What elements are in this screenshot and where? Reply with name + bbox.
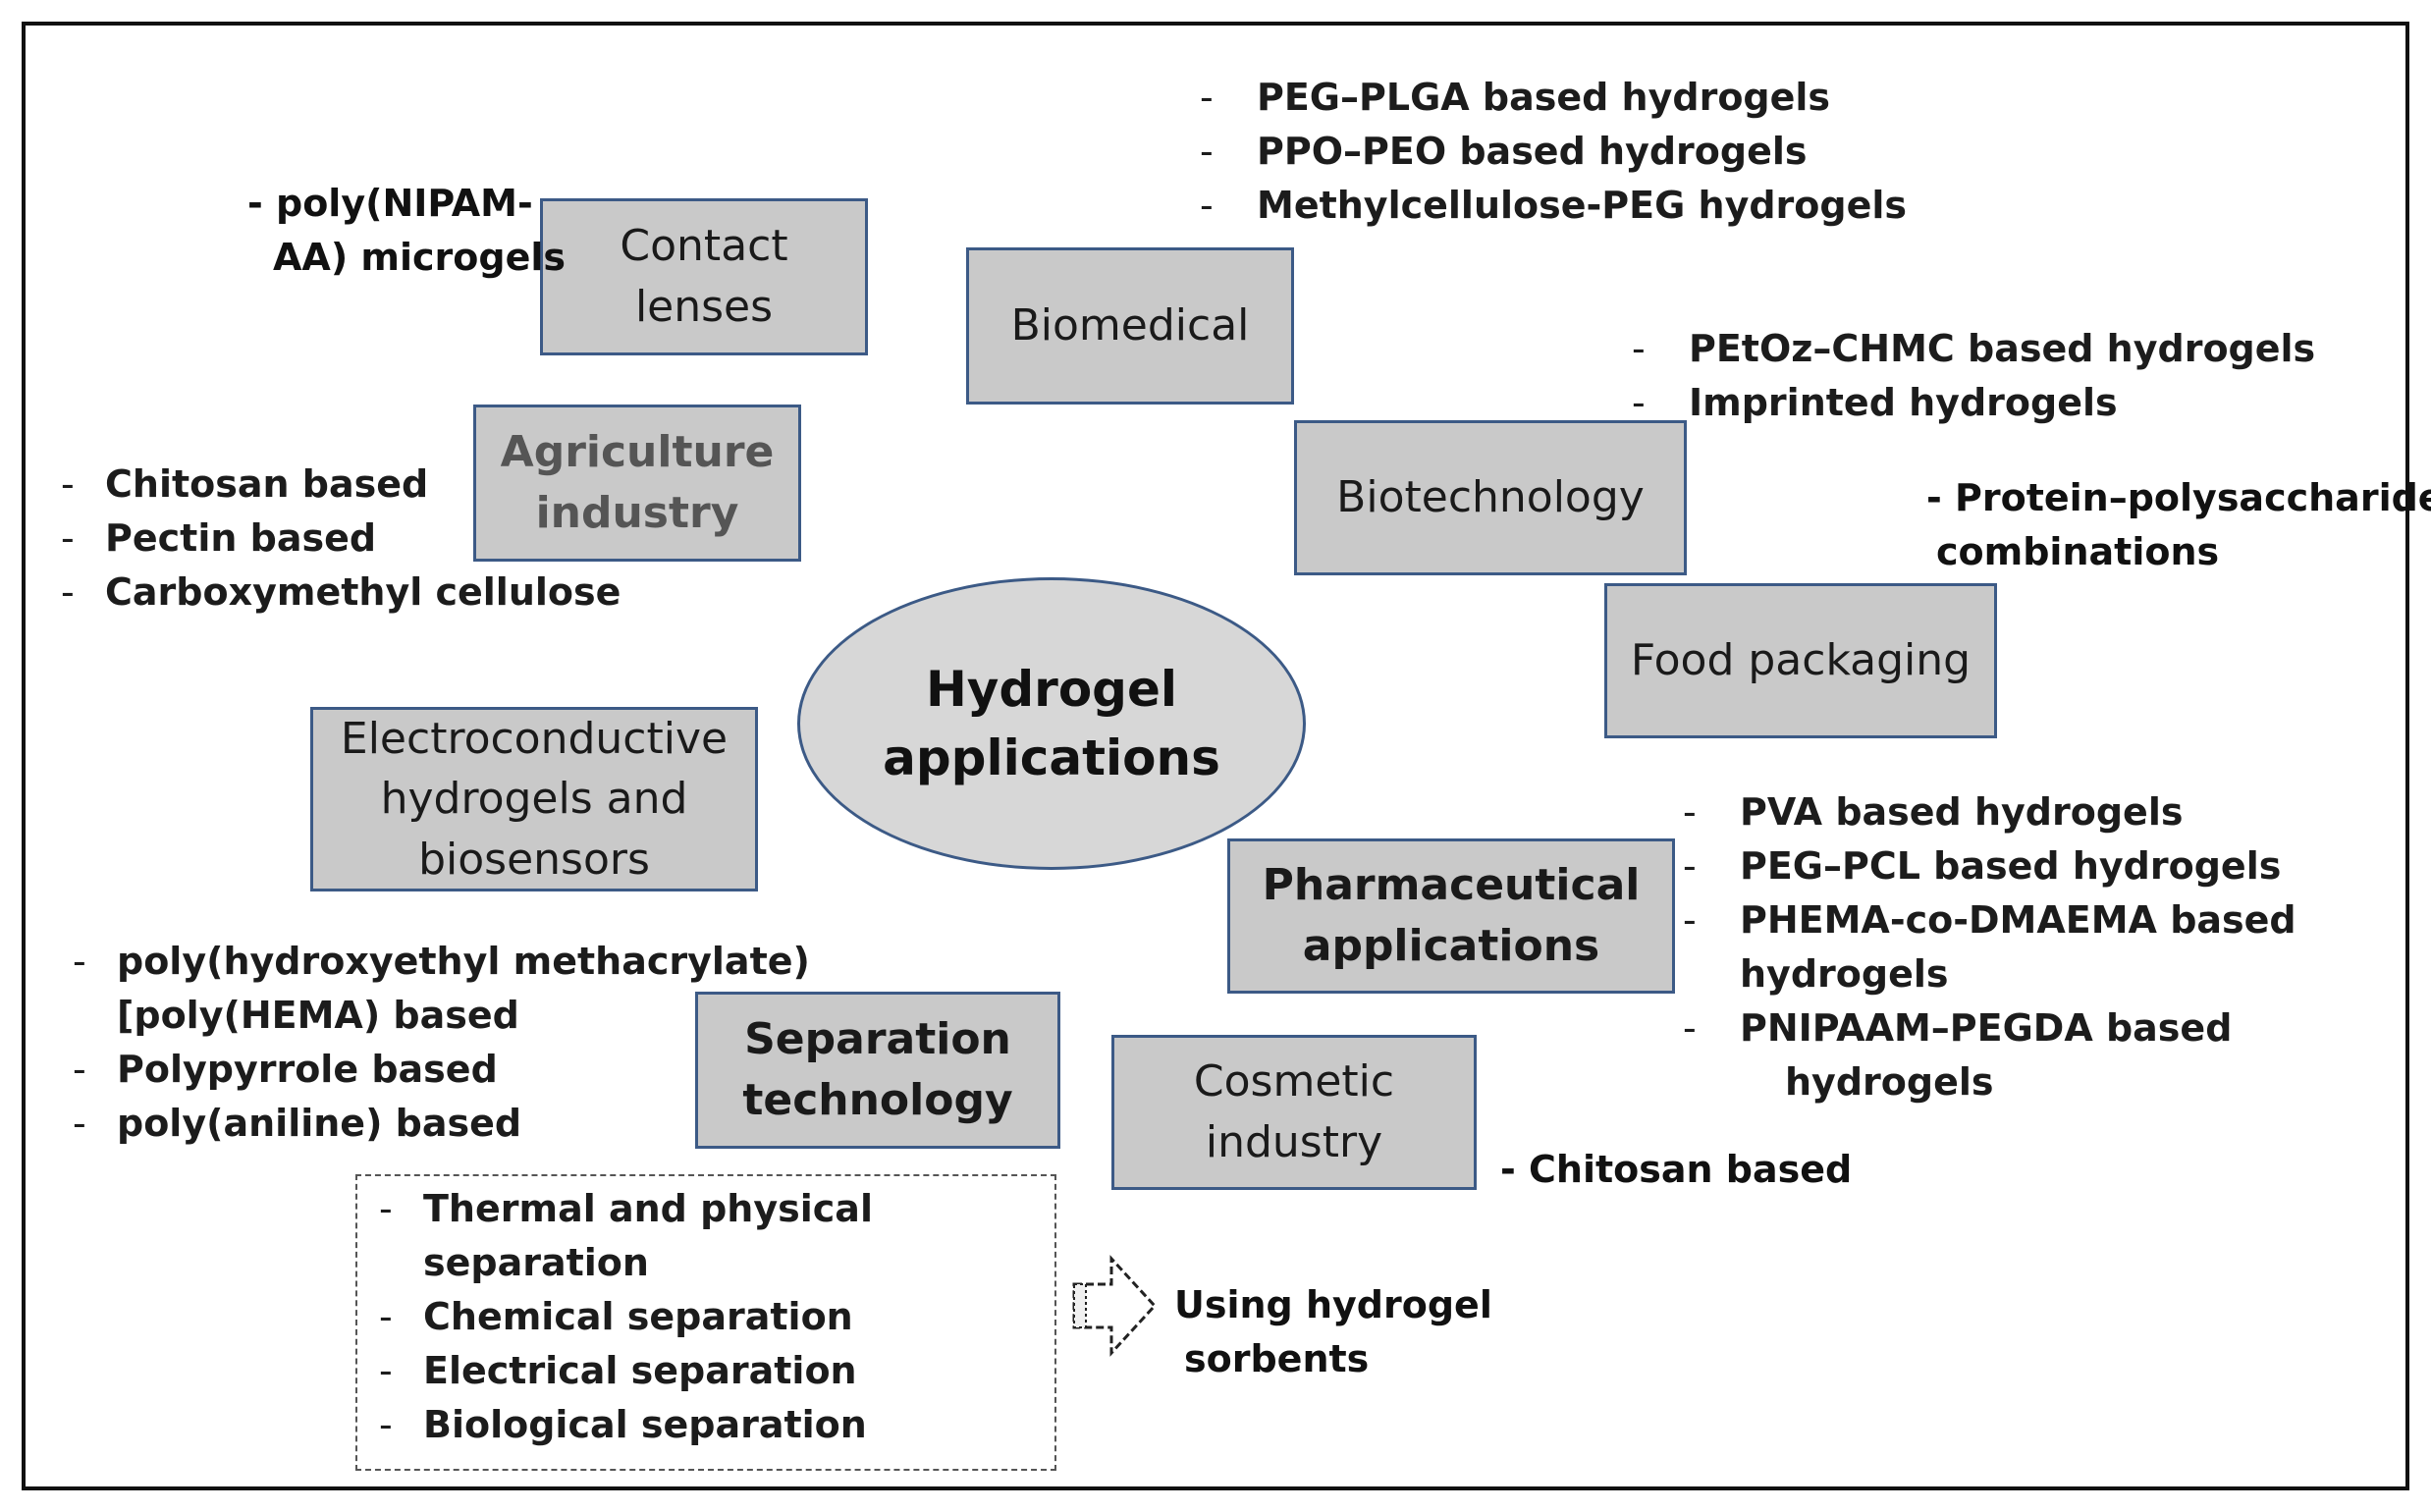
list-item: Polypyrrole based (73, 1043, 810, 1097)
list-item: Pectin based (61, 512, 621, 566)
note-contact-lenses: - poly(NIPAM- AA) microgels (247, 177, 566, 285)
box-biotechnology: Biotechnology (1294, 420, 1687, 575)
box-pharmaceutical: Pharmaceutical applications (1227, 838, 1675, 994)
box-contact-lenses: Contact lenses (540, 198, 868, 355)
list-item-line: PHEMA-co-DMAEMA based (1740, 898, 2296, 942)
box-cosmetic: Cosmetic industry (1111, 1035, 1477, 1190)
note-food-packaging: - Protein–polysaccharide combinations (1926, 471, 2431, 579)
list-item: PEG–PCL based hydrogels (1683, 839, 2296, 893)
box-biomedical: Biomedical (966, 247, 1294, 405)
list-item: Thermal and physical separation (379, 1182, 873, 1290)
note-separation-list: Thermal and physical separation Chemical… (379, 1182, 873, 1452)
box-biomedical-label: Biomedical (1010, 300, 1250, 351)
note-contact-lenses-line2: AA) microgels (273, 236, 567, 279)
list-item: PEtOz–CHMC based hydrogels (1632, 322, 2315, 376)
list-item: Biological separation (379, 1398, 873, 1452)
note-sorbents-line1: Using hydrogel (1174, 1283, 1492, 1326)
list-item-line: poly(hydroxyethyl methacrylate) (117, 940, 810, 983)
note-biotechnology-list: PEtOz–CHMC based hydrogels Imprinted hyd… (1632, 322, 2315, 430)
box-cosmetic-line1: Cosmetic (1193, 1056, 1395, 1107)
list-item: PVA based hydrogels (1683, 785, 2296, 839)
note-sorbents-line2: sorbents (1184, 1337, 1370, 1380)
note-food-packaging-line2: combinations (1936, 530, 2220, 573)
list-item: Electrical separation (379, 1344, 873, 1398)
list-item: PEG–PLGA based hydrogels (1200, 71, 1907, 125)
note-sorbents: Using hydrogel sorbents (1174, 1278, 1492, 1386)
list-item: Methylcellulose-PEG hydrogels (1200, 179, 1907, 233)
note-pharmaceutical-list: PVA based hydrogels PEG–PCL based hydrog… (1683, 785, 2296, 1109)
list-item: Chemical separation (379, 1290, 873, 1344)
box-contact-lenses-line1: Contact (620, 221, 788, 272)
hub-title-line1: Hydrogel (925, 661, 1178, 718)
list-item: Imprinted hydrogels (1632, 376, 2315, 430)
list-item-line: Thermal and physical (423, 1187, 873, 1230)
list-item: PPO–PEO based hydrogels (1200, 125, 1907, 179)
note-agriculture-list: Chitosan based Pectin based Carboxymethy… (61, 458, 621, 620)
separation-methods-box (355, 1174, 1056, 1471)
box-cosmetic-line2: industry (1205, 1117, 1383, 1167)
note-cosmetic: - Chitosan based (1500, 1148, 1853, 1191)
box-pharmaceutical-line1: Pharmaceutical (1262, 860, 1641, 911)
list-item-line: separation (423, 1241, 649, 1284)
diagram-frame (22, 22, 2409, 1490)
list-item: PNIPAAM–PEGDA based hydrogels (1683, 1001, 2296, 1109)
hydrogel-applications-hub: Hydrogel applications (797, 577, 1306, 870)
list-item-line: hydrogels (1740, 952, 1949, 996)
box-electroconductive-line3: biosensors (418, 834, 650, 885)
note-contact-lenses-line1: - poly(NIPAM- (247, 182, 533, 225)
list-item-line: hydrogels (1785, 1060, 1994, 1104)
note-food-packaging-line1: - Protein–polysaccharide (1926, 476, 2431, 519)
hub-title-line2: applications (883, 729, 1220, 786)
list-item-line: PNIPAAM–PEGDA based (1740, 1006, 2233, 1050)
list-item: PHEMA-co-DMAEMA based hydrogels (1683, 893, 2296, 1001)
list-item: Chitosan based (61, 458, 621, 512)
box-electroconductive: Electroconductive hydrogels and biosenso… (310, 707, 758, 891)
box-food-packaging-label: Food packaging (1630, 635, 1972, 686)
box-electroconductive-line2: hydrogels and (380, 774, 688, 825)
list-item: Carboxymethyl cellulose (61, 566, 621, 620)
box-pharmaceutical-line2: applications (1302, 921, 1600, 971)
right-arrow-icon (1072, 1255, 1158, 1357)
note-biomedical-list: PEG–PLGA based hydrogels PPO–PEO based h… (1200, 71, 1907, 233)
box-biotechnology-label: Biotechnology (1336, 472, 1645, 523)
list-item: poly(aniline) based (73, 1097, 810, 1151)
note-electroconductive-list: poly(hydroxyethyl methacrylate) [poly(HE… (73, 935, 810, 1151)
box-food-packaging: Food packaging (1604, 583, 1997, 738)
list-item-line: [poly(HEMA) based (117, 994, 519, 1037)
list-item: poly(hydroxyethyl methacrylate) [poly(HE… (73, 935, 810, 1043)
box-electroconductive-line1: Electroconductive (340, 713, 729, 764)
box-contact-lenses-line2: lenses (634, 282, 774, 332)
